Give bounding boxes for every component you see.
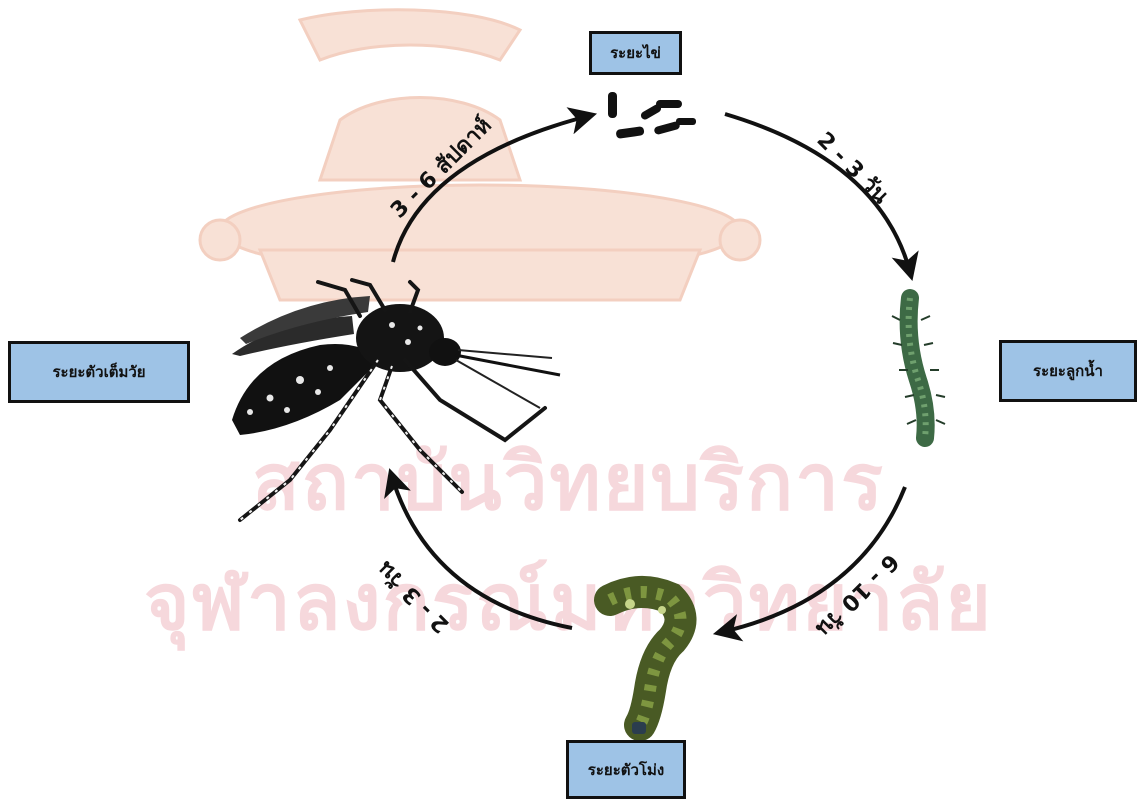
label-egg-stage: ระยะไข่ — [589, 31, 682, 75]
label-larva-stage: ระยะลูกน้ำ — [999, 340, 1137, 402]
larva-icon — [892, 298, 945, 438]
label-pupa-stage: ระยะตัวโม่ง — [566, 740, 686, 799]
egg-icon — [608, 92, 696, 139]
pupa-icon — [610, 592, 681, 734]
label-adult-stage: ระยะตัวเต็มวัย — [8, 341, 190, 403]
